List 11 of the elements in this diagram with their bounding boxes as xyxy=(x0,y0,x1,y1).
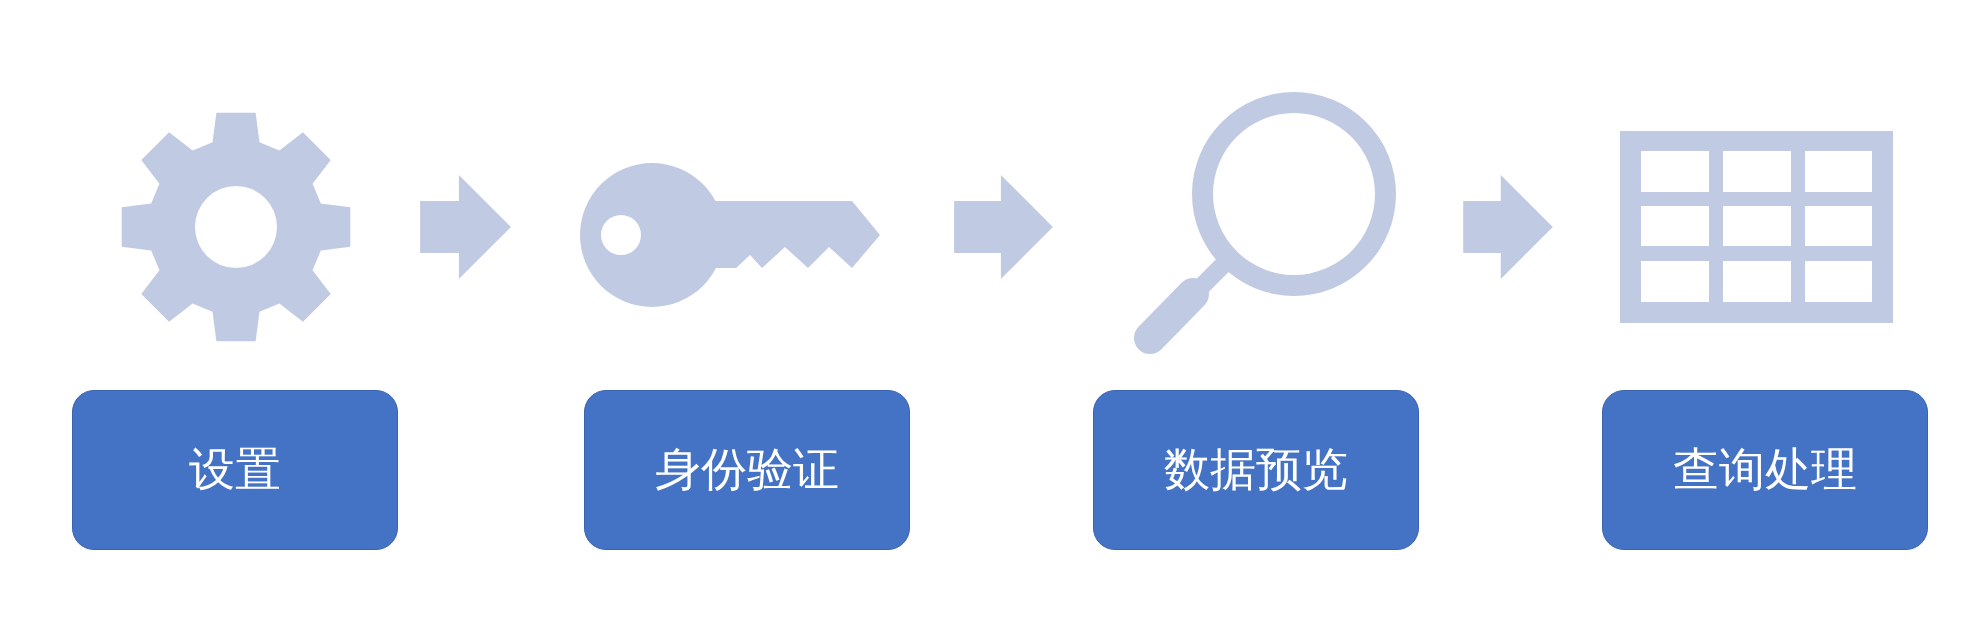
step-box xyxy=(72,390,398,550)
step-label: 数据预览 xyxy=(1164,441,1348,498)
block-arrow xyxy=(420,175,511,279)
step-label: 查询处理 xyxy=(1673,441,1857,498)
block-arrow xyxy=(1463,175,1553,279)
step-label: 身份验证 xyxy=(655,441,839,498)
step-box xyxy=(1602,390,1928,550)
block-arrow xyxy=(954,175,1053,279)
step-box xyxy=(584,390,910,550)
step-label: 设置 xyxy=(189,441,281,498)
step-box xyxy=(1093,390,1419,550)
